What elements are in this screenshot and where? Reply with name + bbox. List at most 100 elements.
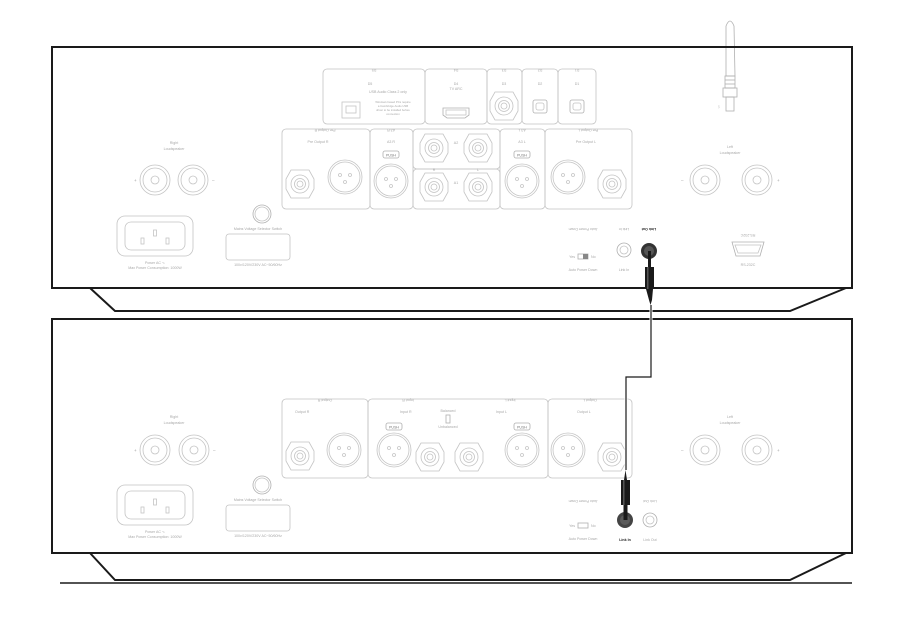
minus-mark: – [681, 448, 684, 453]
coaxial-port[interactable] [489, 91, 519, 121]
output-l-label: Output L [577, 410, 591, 414]
d3-header: D3 [502, 68, 507, 72]
left-speaker-label: Left [727, 145, 733, 149]
bottom-unit: Output R Output R Input R Input R PUSH B… [51, 318, 853, 584]
yes-label: Yes [569, 524, 575, 528]
left-speaker-plus-terminal[interactable] [741, 164, 773, 196]
link-out-label-inverted: Link Out [643, 499, 656, 503]
svg-text:ᛒ: ᛒ [718, 105, 720, 109]
d2-header: D2 [538, 68, 543, 72]
left-speaker-label: Loudspeaker [720, 421, 742, 425]
top-unit-feet [89, 287, 847, 312]
balanced-unbalanced-switch[interactable] [445, 414, 451, 424]
right-speaker-terminals: Right Loudspeaker + – [134, 141, 215, 196]
a1-l-rca[interactable] [463, 172, 493, 202]
d1-header: D1 [575, 68, 580, 72]
digital-inputs-panel: D5 D5 USB Audio Class 2 only Windows bas… [322, 68, 597, 125]
bottom-unit-feet [89, 552, 847, 581]
link-in-label-inverted: Link In [619, 227, 630, 231]
d4-name: D4 [454, 82, 459, 86]
input-r-rca[interactable] [415, 442, 445, 472]
pre-output-r-header: Pre Output R [314, 128, 335, 132]
mains-voltage-selector[interactable] [252, 475, 272, 495]
plus-mark: + [134, 178, 137, 183]
d4-header: D4 [454, 68, 459, 72]
right-speaker-plus-terminal[interactable] [139, 164, 171, 196]
antenna-icon: ᛒ [718, 20, 738, 112]
pre-output-l-rca[interactable] [597, 169, 627, 199]
usb-b-port[interactable] [341, 101, 361, 119]
balanced-label: Balanced [441, 409, 456, 413]
rs232-port[interactable] [731, 241, 765, 257]
a2-l-rca[interactable] [463, 133, 493, 163]
plus-mark: + [134, 448, 137, 453]
usb-note-line: a Cambridge Audio USB [378, 104, 408, 108]
top-unit: ᛒ D5 D5 USB Audio Class 2 only Windows b… [51, 20, 853, 312]
input-l-rca[interactable] [454, 442, 484, 472]
a3-r-push-tab[interactable]: PUSH [386, 154, 396, 158]
right-speaker-terminals: Right Loudspeaker + – [134, 415, 216, 466]
optical-port-d1[interactable] [569, 99, 585, 114]
output-r-label: Output R [295, 410, 310, 414]
top-cable-plug [645, 251, 654, 305]
power-consumption-label: Max Power Consumption: 1000W [128, 266, 182, 270]
mains-voltage-values: 100v/120V/230V AC~50/60Hz [234, 263, 282, 267]
usb-name: D5 [368, 82, 373, 86]
right-speaker-minus-terminal[interactable] [177, 164, 209, 196]
mains-voltage-selector[interactable] [252, 204, 272, 224]
no-label: No [591, 524, 596, 528]
a1-label: A1 [454, 181, 458, 185]
link-cable [621, 251, 654, 520]
hdmi-arc-port[interactable] [442, 107, 470, 119]
link-out-jack[interactable] [642, 512, 658, 528]
power-label: Power AC ∿ [145, 530, 165, 534]
left-speaker-minus-terminal[interactable] [689, 434, 721, 466]
pre-output-r-rca[interactable] [285, 169, 315, 199]
minus-mark: – [681, 178, 684, 183]
pre-output-r-label: Pre Output R [308, 140, 329, 144]
input-l-push-tab[interactable]: PUSH [517, 426, 527, 430]
input-r-header: Input R [402, 398, 414, 402]
link-in-jack[interactable] [616, 242, 632, 258]
bottom-unit-chassis [51, 318, 853, 554]
power-inlet[interactable] [116, 484, 194, 526]
optical-port-d2[interactable] [532, 99, 548, 114]
power-inlet[interactable] [116, 215, 194, 257]
output-r-rca[interactable] [285, 441, 315, 471]
output-l-rca[interactable] [597, 442, 627, 472]
usb-header: D5 [372, 68, 377, 72]
input-l-header: Input L [505, 398, 516, 402]
pre-output-l-xlr[interactable] [550, 159, 586, 195]
input-r-xlr[interactable] [376, 432, 412, 468]
usb-title: USB Audio Class 2 only [369, 90, 407, 94]
input-l-xlr[interactable] [504, 432, 540, 468]
left-speaker-terminals: Left Loudspeaker – + [681, 415, 780, 466]
a3-r-header: A3 R [387, 128, 395, 132]
pre-output-r-xlr[interactable] [327, 159, 363, 195]
link-in-label: Link In [619, 538, 631, 542]
right-speaker-minus-terminal[interactable] [178, 434, 210, 466]
input-r-push-tab[interactable]: PUSH [389, 426, 399, 430]
a2-r-rca[interactable] [419, 133, 449, 163]
right-speaker-plus-terminal[interactable] [139, 434, 171, 466]
a1-r-mark: R [433, 168, 436, 172]
minus-mark: – [212, 178, 215, 183]
auto-power-down-switch[interactable] [577, 522, 589, 529]
output-r-header: Output R [317, 398, 332, 402]
output-l-xlr[interactable] [550, 432, 586, 468]
left-speaker-plus-terminal[interactable] [741, 434, 773, 466]
rs232-label: RS-232C [741, 263, 756, 267]
analog-panel: Pre Output R Pre Output R A3 R A3 R PUSH… [281, 128, 633, 210]
a3-l-xlr[interactable] [504, 163, 540, 199]
d2-name: D2 [538, 82, 543, 86]
link-out-label-inverted: Link Out [641, 227, 656, 231]
right-speaker-label: Right [170, 141, 178, 145]
a1-r-rca[interactable] [419, 172, 449, 202]
a3-l-push-tab[interactable]: PUSH [517, 154, 527, 158]
left-speaker-label: Left [727, 415, 733, 419]
left-speaker-minus-terminal[interactable] [689, 164, 721, 196]
usb-note-line: connection [386, 112, 400, 116]
output-r-xlr[interactable] [326, 432, 362, 468]
a3-r-xlr[interactable] [373, 163, 409, 199]
